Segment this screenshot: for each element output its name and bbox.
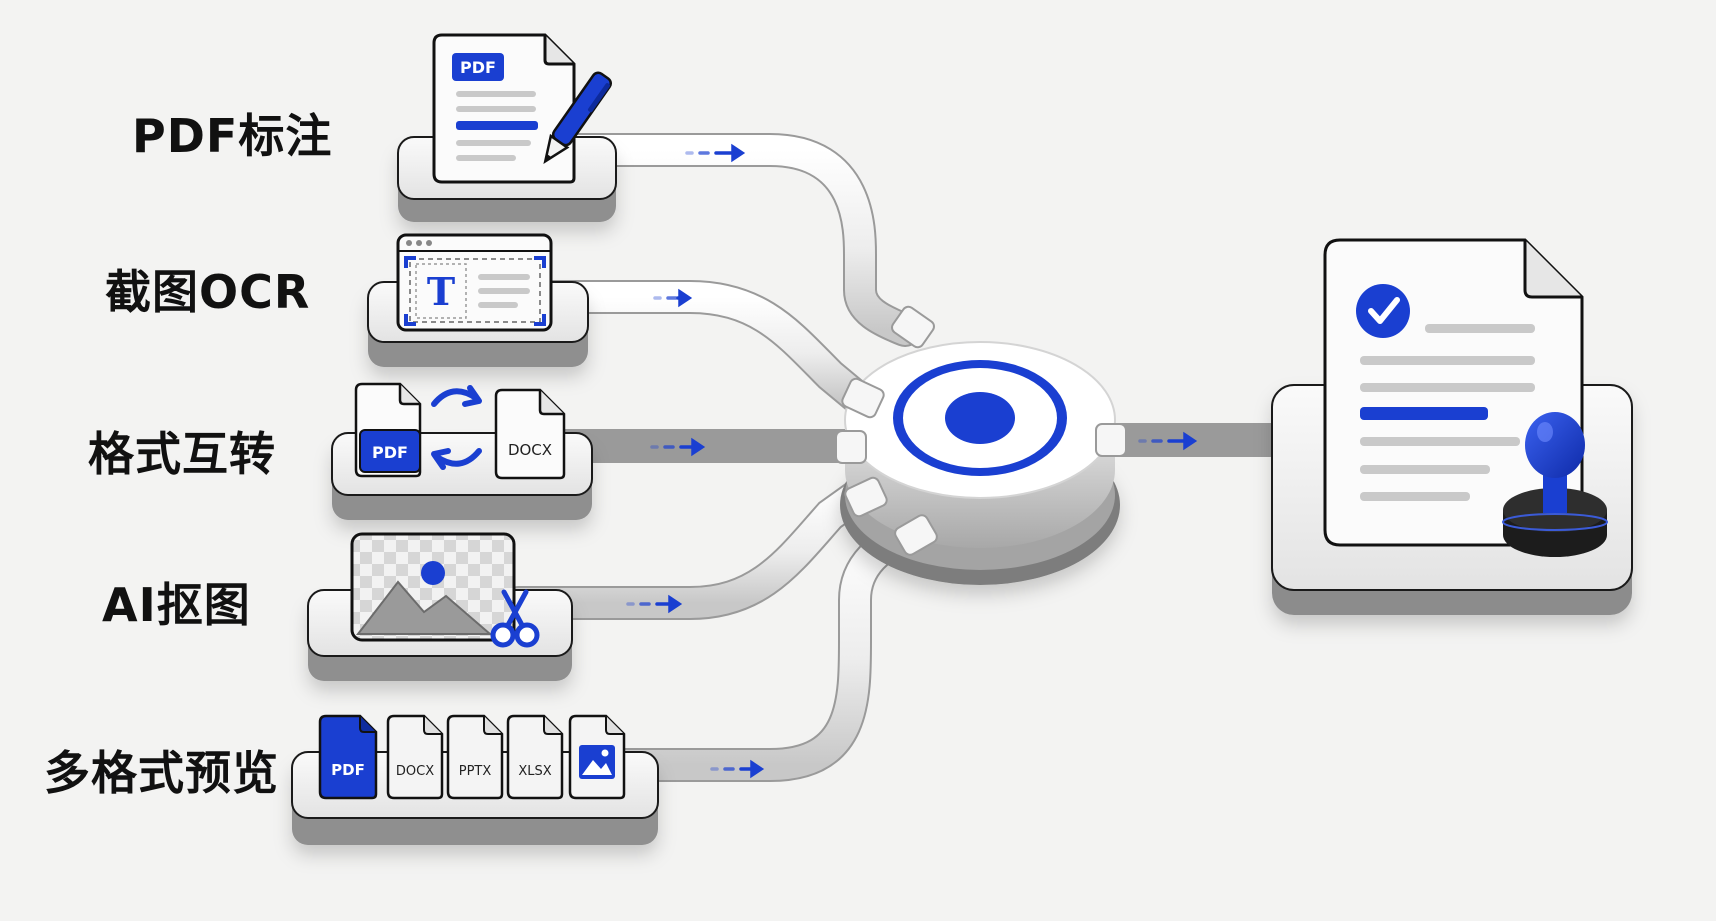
- label-multi-preview: 多格式预览: [44, 746, 279, 800]
- flow-arrow-1: [685, 143, 746, 163]
- screenshot-window-icon: T: [396, 233, 553, 332]
- target-hub-icon: [893, 360, 1067, 476]
- pdf-badge-text: PDF: [460, 58, 496, 77]
- docx-file-icon: DOCX: [494, 388, 566, 480]
- pdf-document-icon: PDF: [432, 33, 576, 184]
- label-ai-cutout: AI抠图: [102, 578, 251, 632]
- tray-ai-cutout: [307, 532, 573, 681]
- flow-arrows: [626, 143, 1198, 779]
- flow-arrow-2: [653, 288, 693, 308]
- pipe-screenshot-ocr: [518, 280, 877, 417]
- check-circle-icon: [1356, 284, 1410, 338]
- tray-format-convert: PDF DOCX: [331, 382, 593, 520]
- pipe-pdf-annotate: [543, 133, 922, 347]
- pipe-ai-cutout: [501, 473, 882, 620]
- flow-arrow-4: [626, 594, 683, 614]
- pdf-file-icon: PDF: [354, 382, 422, 478]
- flow-arrow-5: [710, 759, 765, 779]
- scissors-icon: [490, 589, 540, 648]
- pen-icon: [543, 71, 612, 165]
- preview-file-2: PPTX: [459, 764, 492, 779]
- stamp-icon: [1502, 412, 1608, 557]
- docx-preview-file-icon: DOCX: [386, 714, 444, 800]
- preview-file-3: XLSX: [518, 764, 551, 779]
- convert-to-text: DOCX: [508, 441, 552, 459]
- label-screenshot-ocr: 截图OCR: [105, 265, 311, 319]
- convert-from-text: PDF: [372, 443, 408, 462]
- result-platform: [1271, 238, 1633, 615]
- tray-screenshot-ocr: T: [367, 233, 589, 367]
- hub: [835, 305, 1127, 585]
- pdf-preview-file-icon: PDF: [318, 714, 378, 800]
- image-preview-file-icon: [568, 714, 626, 800]
- flow-arrow-out: [1138, 431, 1198, 451]
- label-pdf-annotate: PDF标注: [132, 109, 333, 163]
- flow-arrow-3: [650, 437, 706, 457]
- swap-arrows-icon: [431, 385, 482, 470]
- tray-pdf-annotate: PDF: [397, 33, 617, 222]
- image-cutout-icon: [350, 532, 516, 642]
- approved-document-icon: [1323, 238, 1584, 547]
- ocr-glyph: T: [427, 269, 455, 314]
- label-format-convert: 格式互转: [88, 427, 276, 481]
- xlsx-preview-file-icon: XLSX: [506, 714, 564, 800]
- pptx-preview-file-icon: PPTX: [446, 714, 504, 800]
- preview-file-1: DOCX: [396, 764, 434, 779]
- preview-file-0: PDF: [331, 761, 365, 779]
- tray-multi-preview: PDF DOCX PPTX XLSX: [291, 714, 659, 845]
